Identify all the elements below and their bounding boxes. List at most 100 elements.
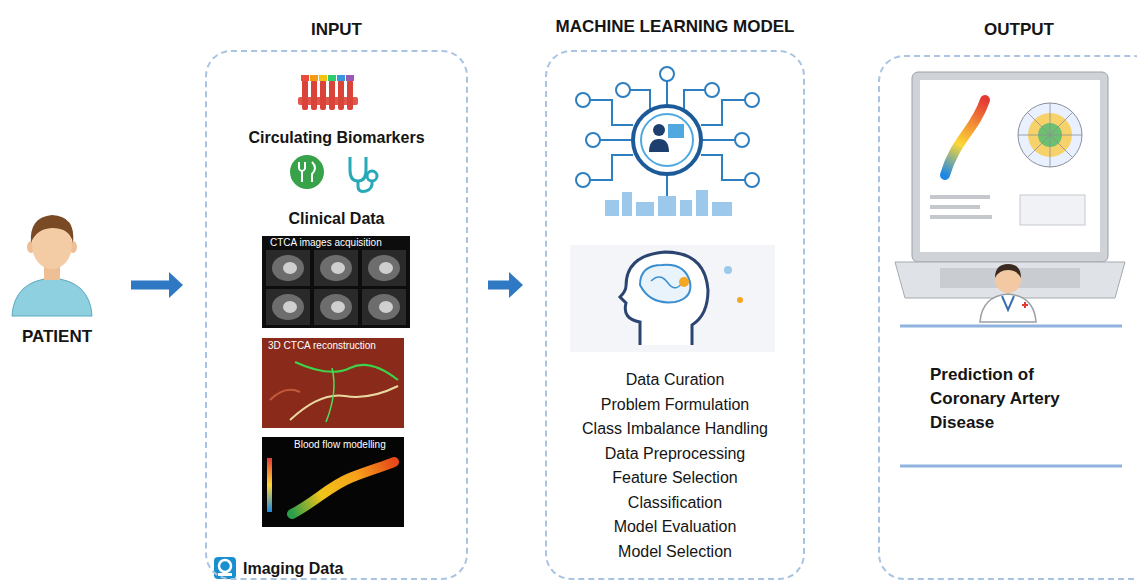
bullseye-spokes [1018,103,1082,167]
ctca-image [262,236,410,328]
skyline-building [622,192,632,216]
patient-node: PATIENT [3,215,111,350]
presenter-body [649,139,669,152]
network-node-icon [735,133,749,147]
test-tube [302,80,308,110]
screen-text-bar [930,205,980,209]
network-node-icon [745,173,759,187]
skyline-building [712,202,732,216]
ct-scanner-bed [218,573,232,576]
heart-section [272,294,304,320]
pipeline-step: Feature Selection [553,468,797,488]
pipeline-step: Model Evaluation [553,517,797,537]
image-caption: CTCA images acquisition [268,237,384,249]
pipeline-step: Class Imbalance Handling [553,419,797,439]
presenter-board [668,124,684,138]
pipeline-step: Classification [553,493,797,513]
test-tube [320,80,326,110]
laptop-bezel [912,72,1108,262]
panel-heading: OUTPUT [800,20,1137,40]
patient-hair [31,215,73,243]
tube-cap [319,75,327,81]
network-node-icon [616,83,630,97]
output-panel: OUTPUTPrediction of Coronary Artery Dise… [878,55,1137,580]
head-profile [620,252,708,345]
ai-head-background [570,245,775,352]
tube-cap [301,75,309,81]
diet-icon [290,155,324,189]
heart-section [368,294,400,320]
patient-gown [12,278,92,316]
ct-slice [266,250,310,286]
pipeline-step: Data Curation [553,370,797,390]
coronary-vessel [326,368,334,422]
vessel-model [292,462,394,514]
ventricle [283,262,297,274]
stethoscope-tube [350,157,366,181]
network-hub [633,106,701,174]
screen-text-bar [930,195,990,199]
input-category: Imaging Data [243,559,343,579]
doctor-hair [995,264,1021,278]
pipeline-step: Data Preprocessing [553,444,797,464]
laptop-base [895,262,1125,298]
pipeline-step: Model Selection [553,542,797,562]
ct-scanner-icon [214,557,236,579]
image-caption: Blood flow modelling [292,439,388,451]
node-label: PATIENT [3,327,111,347]
ventricle [379,301,393,313]
screen-text-bar [930,215,992,219]
coronary-vessel [295,362,398,380]
doctor-coat [980,294,1036,322]
heart-section [368,255,400,281]
skyline-building [605,200,619,216]
doctor-collar [1002,296,1014,310]
input-category: Circulating Biomarkers [213,128,460,148]
tube-cap [310,75,318,81]
ventricle [379,262,393,274]
network-node-icon [576,93,590,107]
ventricle [331,262,345,274]
skyline-building [680,200,692,216]
color-scale [267,458,272,512]
ventricle [283,301,297,313]
flow-arrow [488,281,509,290]
heart-section [272,255,304,281]
network-node-icon [576,173,590,187]
ct-slice [362,289,406,325]
heart-section [320,294,352,320]
skyline-building [696,190,708,216]
heart-section [320,255,352,281]
ct-slice [266,289,310,325]
tube-cap [328,75,336,81]
screen-panel [1020,195,1085,225]
model-panel: MACHINE LEARNING MODELData CurationProbl… [545,50,805,580]
tube-cap [337,75,345,81]
tube-cap [346,75,354,81]
network-links [590,81,745,196]
panel-heading: MACHINE LEARNING MODEL [467,17,883,37]
ct-slice [314,250,358,286]
image-caption: 3D CTCA reconstruction [266,340,378,352]
test-tube [338,80,344,110]
network-node-icon [705,83,719,97]
test-tube [311,80,317,110]
output-result: Prediction of Coronary Artery Disease [930,363,1100,435]
tissue-texture [270,390,300,400]
ct-slice [362,250,406,286]
reconstruction-image [262,338,404,428]
blood-flow-image [262,437,404,527]
doctor-cross [1022,302,1028,308]
test-tube [347,80,353,110]
laptop-screen [920,80,1100,252]
ct-scanner-ring [219,560,231,572]
decor-dot [724,266,732,274]
stethoscope-chest-piece [367,171,377,181]
ventricle [331,301,345,313]
brain [640,265,690,303]
coronary-vessel [290,386,398,420]
artery-result [945,100,985,175]
band-rule [900,465,1122,468]
network-node-icon [745,93,759,107]
